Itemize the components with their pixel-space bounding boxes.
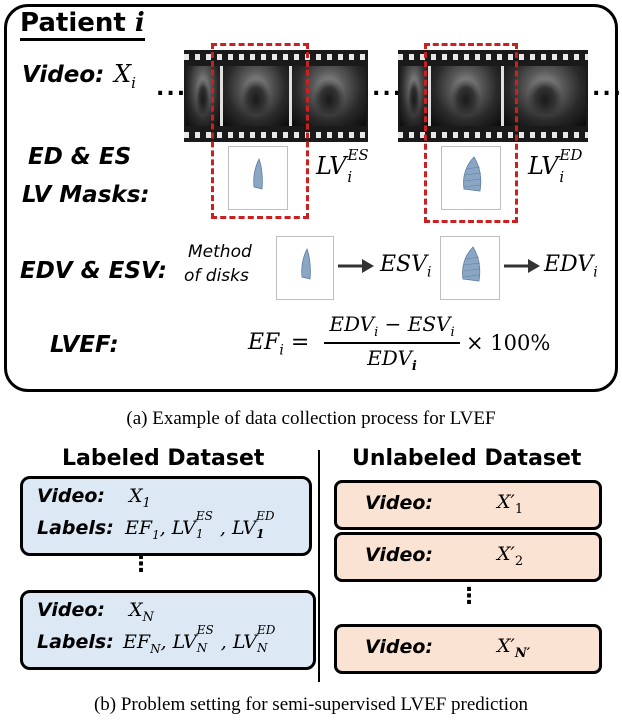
percentage-factor: × 100%	[466, 331, 551, 355]
masks-label-line1: ED & ES	[28, 144, 132, 170]
unlabeled-item-1: Video: X′1	[334, 480, 602, 530]
ef-denominator: EDVi	[367, 346, 417, 374]
patient-panel	[4, 4, 618, 392]
masks-label-line2: LV Masks:	[22, 182, 150, 208]
ef-symbol: EFi =	[248, 330, 310, 359]
es-disk-image	[276, 236, 334, 300]
ed-mask-image	[441, 146, 501, 210]
labeled-vdots: ⋮	[130, 552, 152, 577]
unlabeled-vdots: ⋮	[458, 584, 480, 609]
dataset-divider	[318, 450, 320, 682]
ellipsis-middle: ...	[372, 76, 404, 101]
es-frame-highlight	[211, 43, 309, 219]
edv-label: EDVi	[544, 252, 598, 281]
ed-disk-image	[440, 236, 500, 300]
caption-b: (b) Problem setting for semi-supervised …	[93, 694, 529, 715]
ef-numerator: EDVi − ESVi	[329, 312, 455, 340]
edv-esv-label: EDV & ESV:	[20, 258, 167, 284]
ellipsis-left: ...	[156, 76, 188, 101]
film-strip-es	[184, 50, 368, 142]
patient-title: Patient i	[20, 8, 145, 41]
unlabeled-item-n: Video: X′N′	[334, 624, 602, 674]
method-of-disks-label: Method of disks	[184, 242, 252, 286]
video-row-label: Video:	[22, 62, 105, 88]
lvef-label: LVEF:	[50, 332, 119, 358]
ed-frame-highlight	[424, 43, 518, 223]
caption-a: (a) Example of data collection process f…	[126, 408, 496, 429]
labeled-dataset-title: Labeled Dataset	[62, 446, 265, 471]
esv-label: ESVi	[380, 252, 432, 281]
video-variable: Xi	[114, 60, 136, 92]
arrow-to-edv-icon	[504, 259, 540, 273]
fraction-bar	[324, 342, 460, 344]
arrow-to-esv-icon	[338, 259, 374, 273]
unlabeled-dataset-title: Unlabeled Dataset	[352, 446, 582, 471]
es-mask-image	[228, 146, 288, 210]
unlabeled-item-2: Video: X′2	[334, 532, 602, 582]
ellipsis-right: ...	[592, 76, 622, 101]
